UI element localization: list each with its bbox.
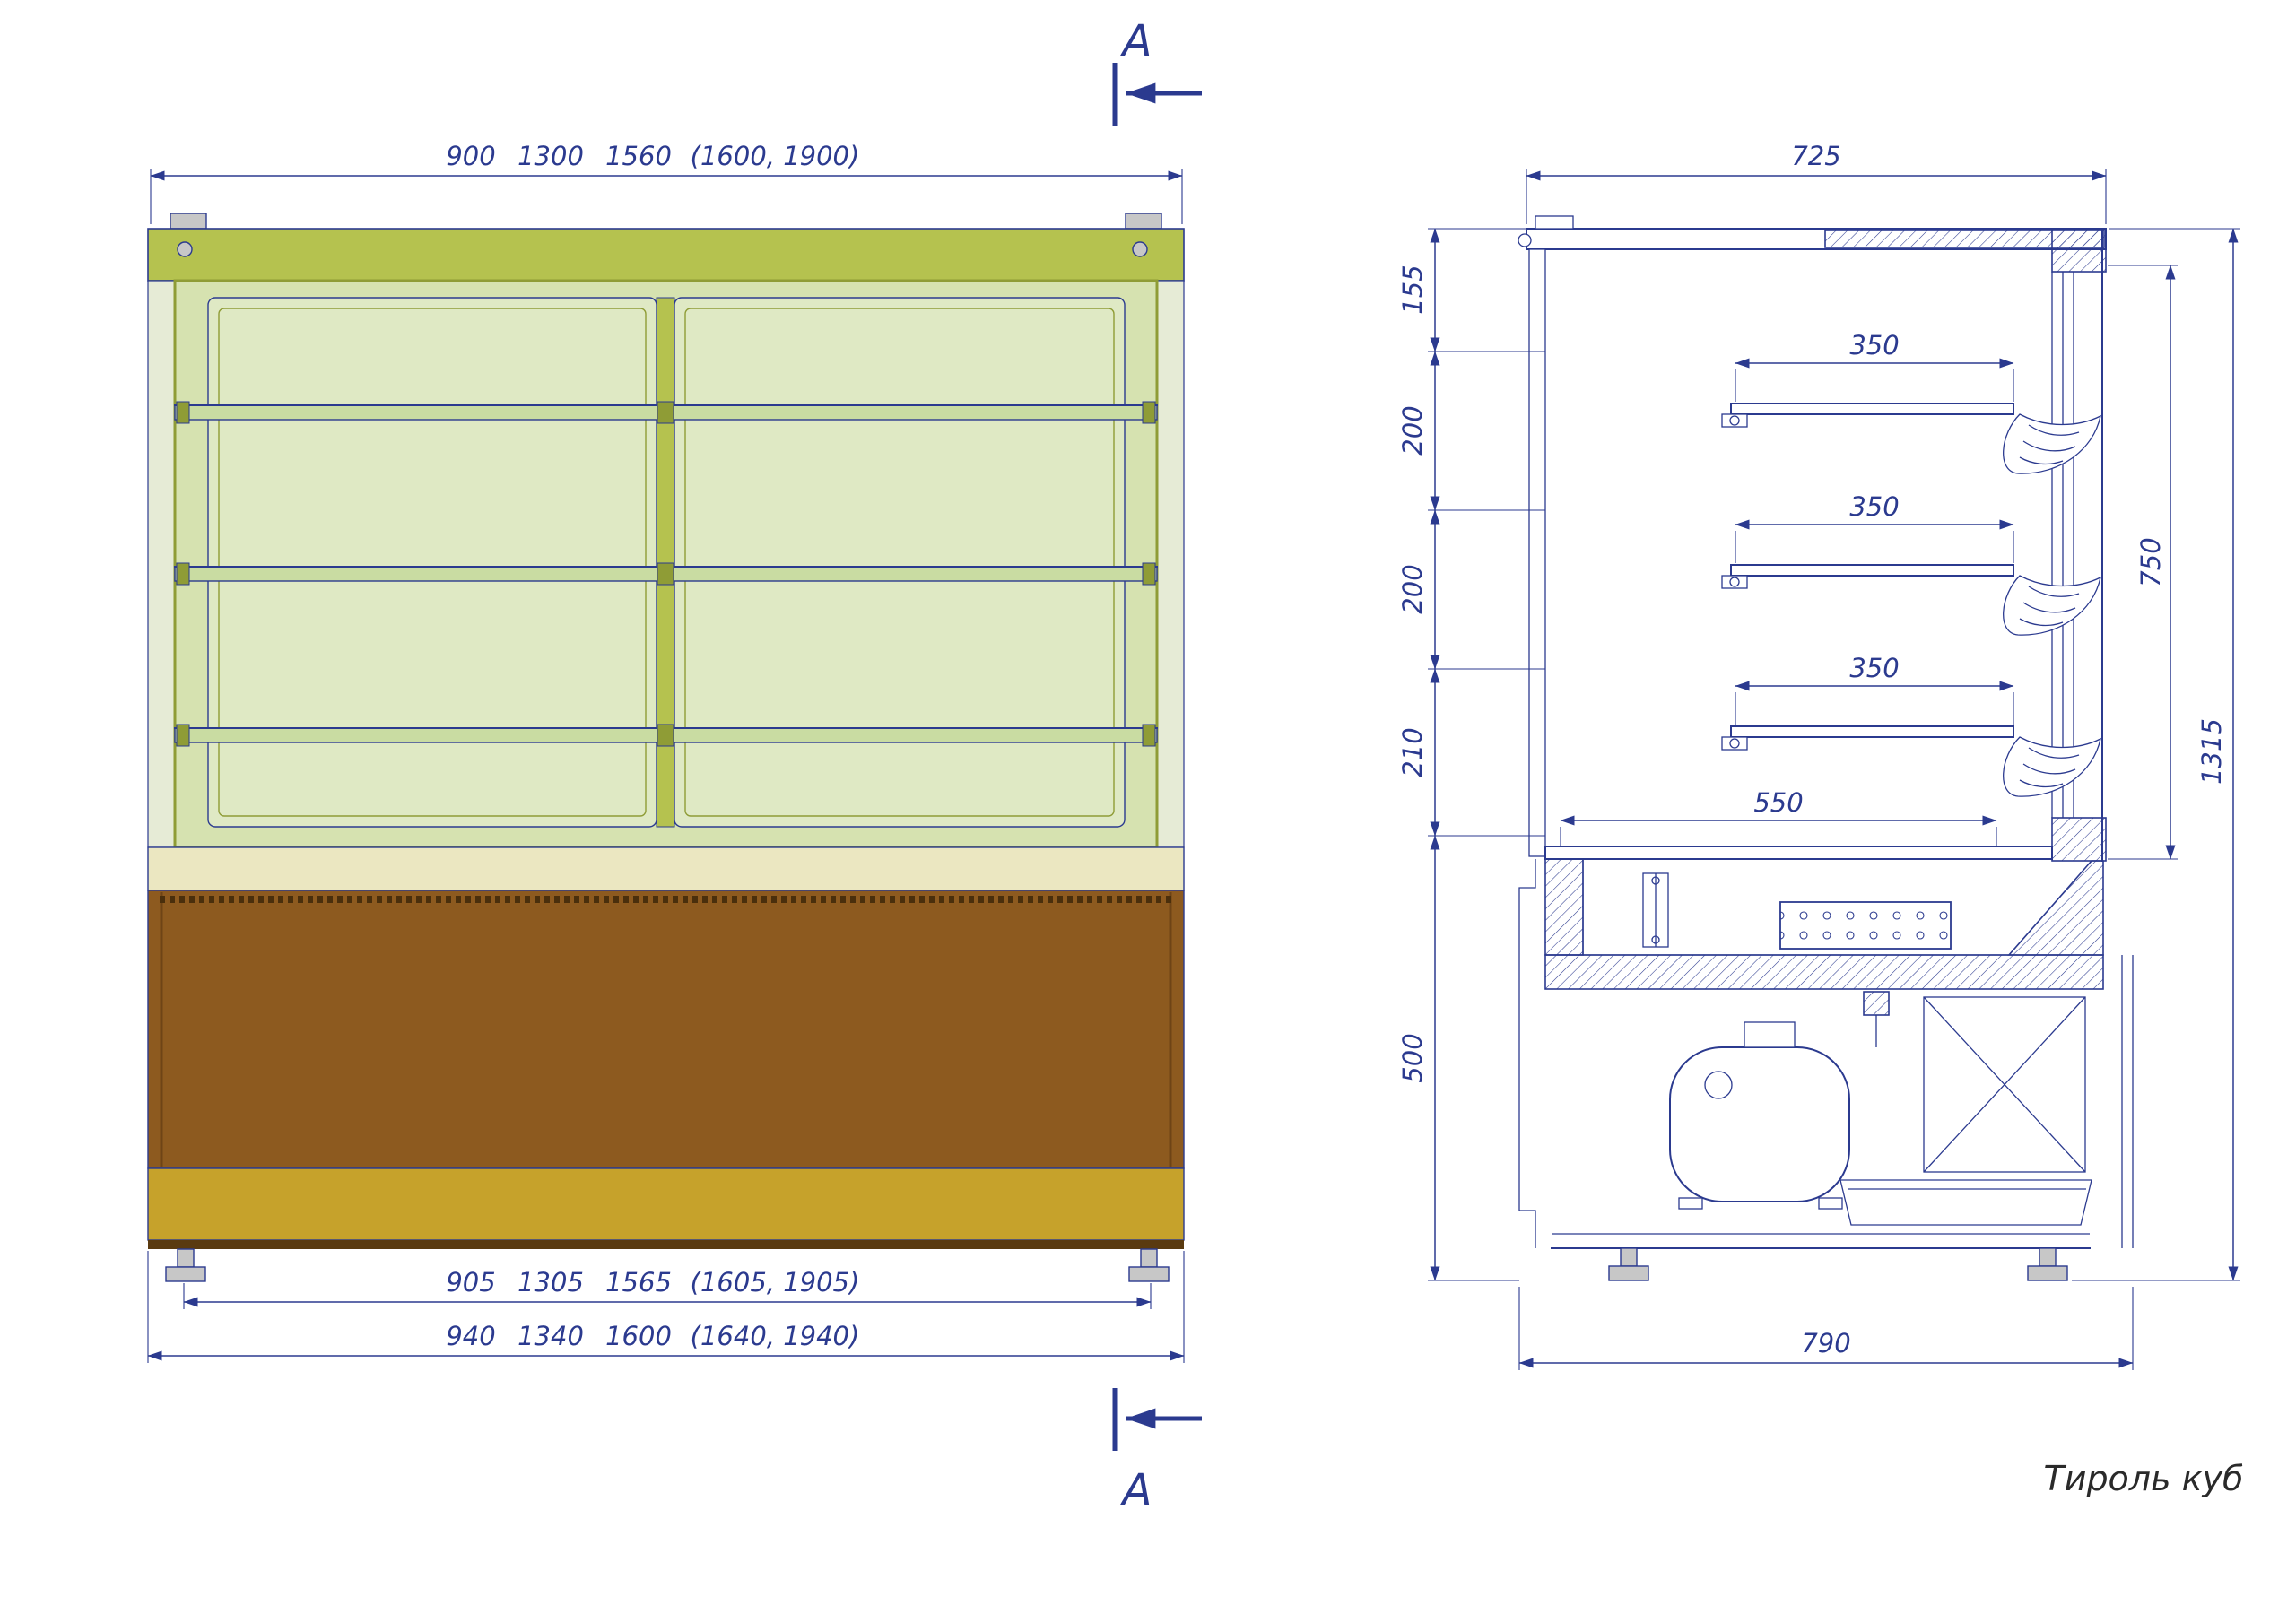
back-wall xyxy=(1528,248,1546,857)
base-cabinet xyxy=(147,890,1185,1169)
glass-frame-bottom xyxy=(2051,817,2107,862)
dim-height-1: 155 xyxy=(1397,265,1428,314)
side-foot-right xyxy=(2027,1247,2068,1281)
side-shelf-3 xyxy=(1721,725,2101,798)
dim-feet-2: 1305 xyxy=(517,1267,584,1298)
compressor-mount-right xyxy=(1818,1197,1843,1210)
hinge-screw-right xyxy=(1132,241,1148,257)
section-markers: A A xyxy=(1112,16,1202,1515)
dim-top-2: 1300 xyxy=(517,141,584,171)
door-left-inner-frame xyxy=(218,308,647,817)
section-letter-bottom: A xyxy=(1120,1465,1152,1515)
counter-band xyxy=(147,846,1185,891)
well-insulation-right xyxy=(2007,860,2104,956)
dim-feet-3: 1565 xyxy=(605,1267,672,1298)
deck-plate xyxy=(1544,846,2053,860)
front-shelf-1 xyxy=(174,401,1158,424)
side-dimensions: 725 350 350 350 550 xyxy=(1397,141,2240,1370)
perforated-plate xyxy=(1779,901,1952,950)
fan-screw-bottom xyxy=(1651,935,1660,944)
dim-top-1: 900 xyxy=(446,141,495,171)
hinge-screw-left xyxy=(177,241,193,257)
front-dimensions: 900 1300 1560 (1600, 1900) 905 1305 1565… xyxy=(147,141,1185,1363)
side-foot-left xyxy=(1608,1247,1649,1281)
dim-height-2: 200 xyxy=(1397,405,1428,455)
dim-total-height: 1315 xyxy=(2196,718,2227,785)
dim-width-top: 725 xyxy=(1791,141,1840,171)
front-view: 900 1300 1560 (1600, 1900) 905 1305 1565… xyxy=(147,16,1202,1515)
lid-hinge-knob xyxy=(1518,233,1532,247)
dim-deck-depth: 550 xyxy=(1753,787,1803,818)
drain-pan xyxy=(1839,1179,2092,1226)
glass-door-right xyxy=(674,297,1126,828)
dim-overall-4: (1640, 1940) xyxy=(691,1321,860,1351)
dim-shelf-depth-3: 350 xyxy=(1849,653,1899,683)
hinge-cap-right xyxy=(1125,213,1162,230)
compressor-mount-left xyxy=(1678,1197,1703,1210)
front-shelf-3 xyxy=(174,724,1158,747)
front-foot-right xyxy=(1128,1248,1170,1282)
dim-overall-2: 1340 xyxy=(517,1321,584,1351)
dim-top-4: (1600, 1900) xyxy=(691,141,860,171)
dim-shelf-depth-1: 350 xyxy=(1849,330,1899,360)
dim-overall-3: 1600 xyxy=(605,1321,672,1351)
dim-overall-1: 940 xyxy=(446,1321,495,1351)
compressor-terminal-box xyxy=(1744,1021,1796,1048)
dim-glass-height: 750 xyxy=(2135,537,2166,586)
front-shelf-2 xyxy=(174,562,1158,586)
side-frame-right xyxy=(1156,280,1185,848)
compressor xyxy=(1669,1046,1850,1202)
side-shelf-2 xyxy=(1721,564,2101,637)
dim-height-3: 200 xyxy=(1397,564,1428,613)
side-view: 725 350 350 350 550 xyxy=(1397,141,2240,1370)
dim-feet-4: (1605, 1905) xyxy=(691,1267,860,1298)
door-right-inner-frame xyxy=(684,308,1115,817)
center-mullion xyxy=(656,297,675,828)
base-gold-strip xyxy=(147,1167,1185,1241)
well-insulation-bottom xyxy=(1544,954,2104,990)
dim-top-3: 1560 xyxy=(605,141,672,171)
valve-block xyxy=(1863,991,1890,1016)
base-bottom-lip xyxy=(148,1240,1184,1249)
side-body xyxy=(1518,215,2134,1281)
dim-feet-1: 905 xyxy=(446,1267,495,1298)
side-frame-left xyxy=(147,280,176,848)
hinge-cap-left xyxy=(170,213,207,230)
machine-side-panel xyxy=(1518,859,1536,1248)
well-insulation-left xyxy=(1544,858,1584,956)
drawing-title: Тироль куб xyxy=(2044,1459,2244,1498)
section-letter-top: A xyxy=(1120,16,1152,66)
front-case xyxy=(147,213,1185,1282)
compressor-port xyxy=(1704,1071,1733,1099)
glass-door-left xyxy=(207,297,657,828)
top-frame-band xyxy=(147,228,1185,282)
glass-frame-top xyxy=(2051,228,2107,273)
front-foot-left xyxy=(165,1248,206,1282)
lid-hinge-cap xyxy=(1535,215,1574,230)
dim-height-5: 500 xyxy=(1397,1033,1428,1082)
condenser-diagonal-2 xyxy=(1923,996,2086,1173)
dim-height-4: 210 xyxy=(1397,727,1428,777)
side-shelf-1 xyxy=(1721,403,2101,475)
dim-width-bottom: 790 xyxy=(1801,1328,1850,1358)
dim-shelf-depth-2: 350 xyxy=(1849,491,1899,522)
fan-screw-top xyxy=(1651,876,1660,885)
